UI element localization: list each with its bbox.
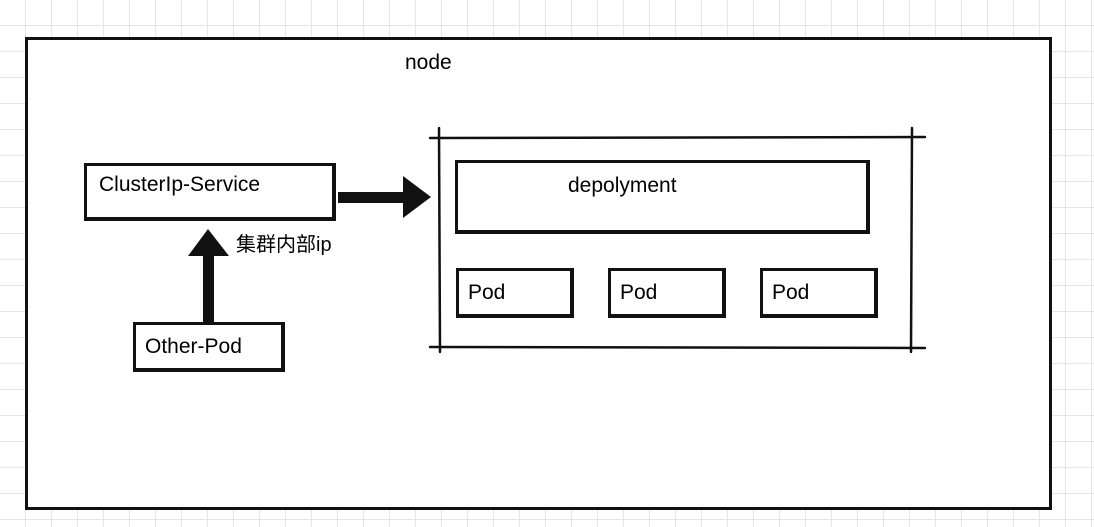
pod-box-3	[760, 268, 878, 318]
clusterip-service-box	[84, 163, 336, 221]
pod-box-1	[456, 268, 574, 318]
deployment-box	[455, 160, 870, 234]
clusterip-service-label: ClusterIp-Service	[99, 173, 261, 196]
pod-label-3: Pod	[772, 281, 810, 304]
deployment-label: depolyment	[568, 174, 677, 197]
other-pod-box	[133, 322, 285, 372]
pod-label-2: Pod	[620, 281, 658, 304]
other-pod-label: Other-Pod	[145, 335, 242, 358]
pod-box-2	[608, 268, 726, 318]
node-label: node	[405, 51, 452, 74]
edge-label-cluster-internal-ip: 集群内部ip	[236, 234, 332, 256]
pod-label-1: Pod	[468, 281, 506, 304]
